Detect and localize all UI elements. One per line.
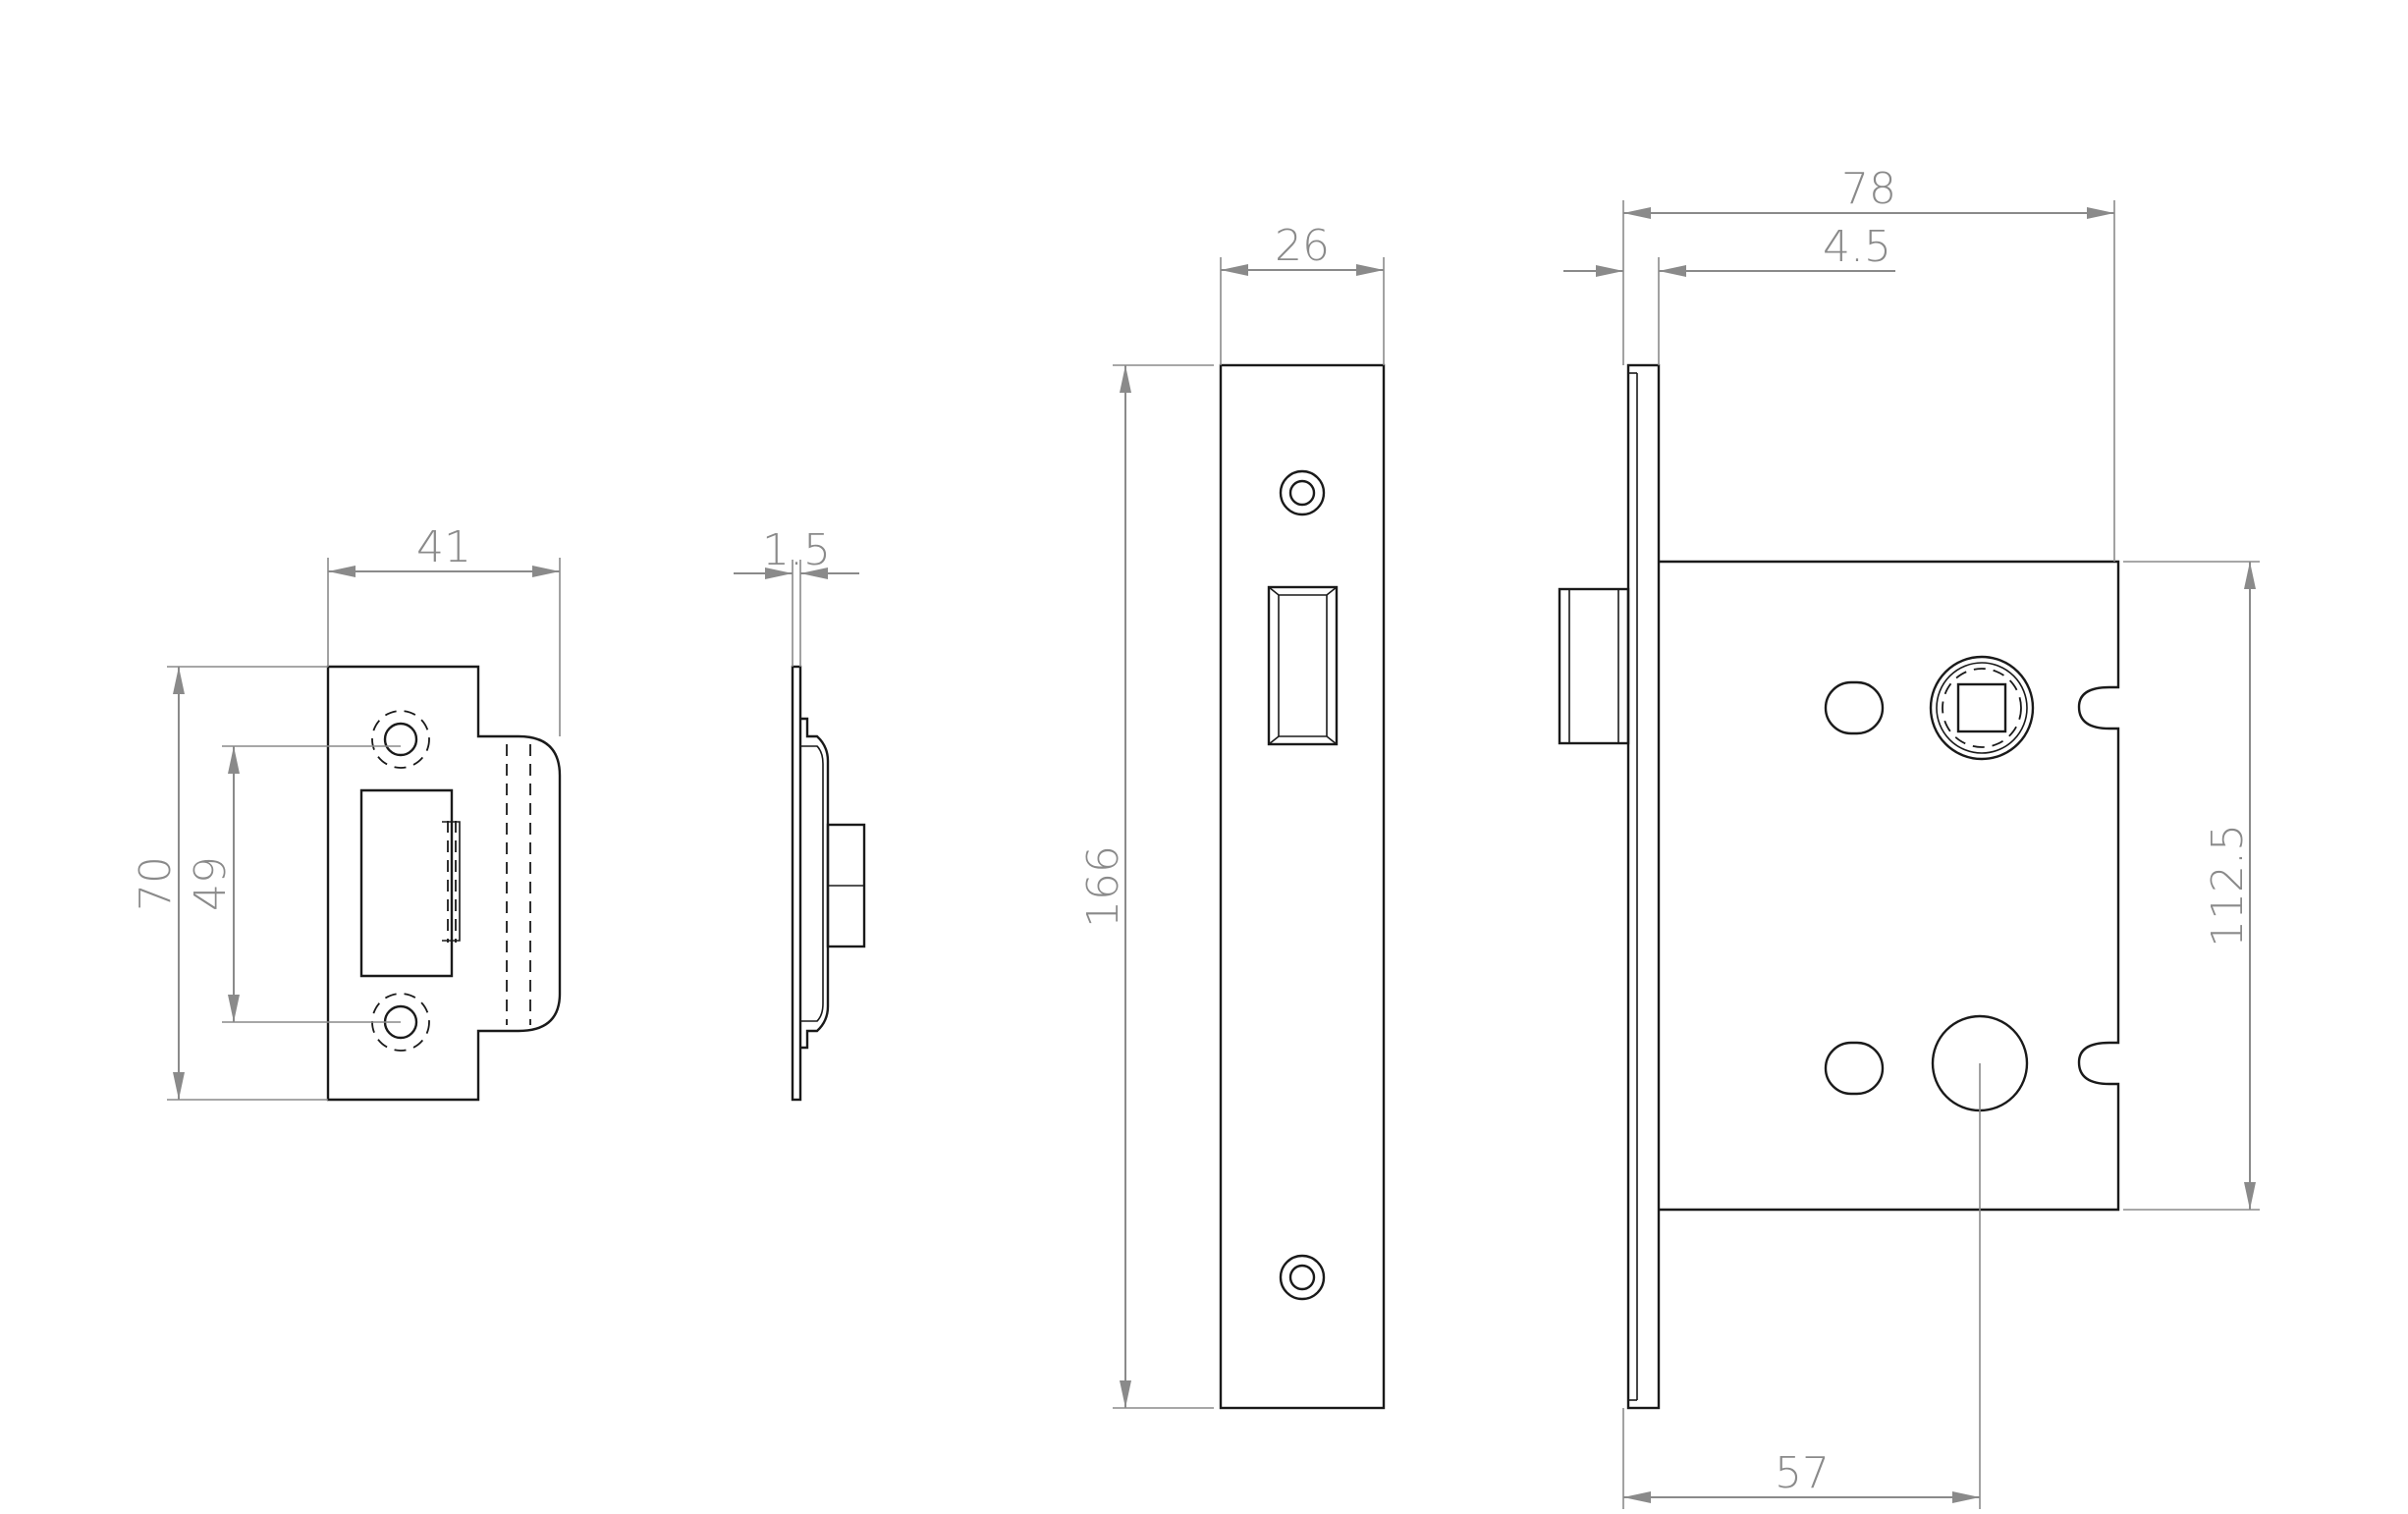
screw-hole-icon	[1279, 469, 1326, 516]
label-backset: 57	[1775, 1448, 1830, 1498]
screw-hole-icon	[1279, 1254, 1326, 1301]
dimension-forend-offset: 4.5	[1563, 222, 1895, 365]
label-forend-height: 166	[1078, 845, 1128, 928]
label-case-depth: 78	[1841, 164, 1896, 214]
label-strike-width: 41	[416, 522, 471, 572]
lock-case-side-view	[1558, 363, 2120, 1410]
dimension-forend-width: 26	[1220, 221, 1385, 365]
label-strike-height: 70	[131, 856, 181, 911]
dimension-strike-width: 41	[327, 522, 561, 736]
dimension-case-height: 112.5	[2123, 561, 2260, 1211]
label-strike-hole-centres: 49	[186, 856, 236, 911]
dimension-forend-height: 166	[1078, 364, 1214, 1409]
strike-plate-front-view	[326, 665, 562, 1102]
screw-hole-icon	[371, 710, 430, 769]
dimension-case-depth: 78	[1622, 164, 2115, 562]
dimension-strike-hole-centres: 49	[186, 745, 401, 1023]
label-forend-width: 26	[1275, 221, 1330, 271]
strike-plate-side-view	[791, 665, 866, 1102]
dimension-backset: 57	[1622, 1063, 1981, 1509]
dimension-strike-height: 70	[131, 666, 328, 1101]
fixing-hole-icon	[1824, 680, 1885, 735]
dimension-strike-thickness: 1.5	[734, 525, 859, 667]
label-strike-thickness: 1.5	[762, 525, 831, 575]
label-case-height: 112.5	[2203, 824, 2253, 947]
forend-front-view	[1219, 363, 1386, 1410]
label-forend-offset: 4.5	[1823, 222, 1891, 272]
fixing-hole-icon	[1824, 1041, 1885, 1096]
follower-icon	[1929, 655, 2035, 761]
